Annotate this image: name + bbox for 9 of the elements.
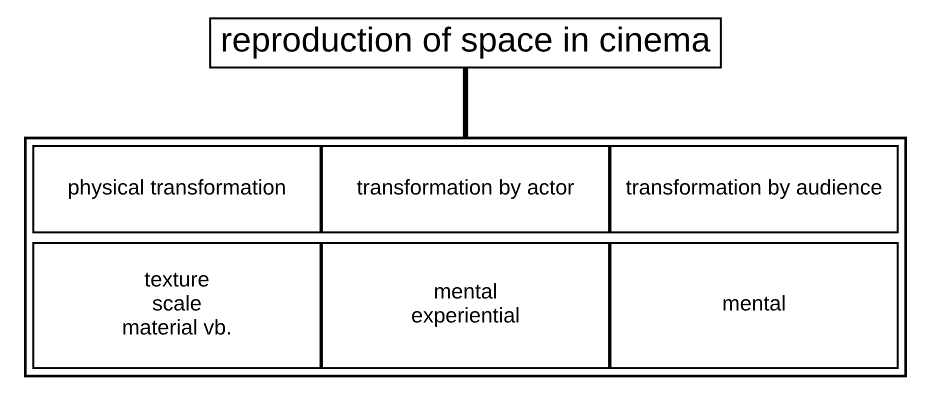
node-box: physical transformation — [32, 144, 322, 233]
connector — [462, 67, 468, 138]
node-box: texture scale material vb. — [32, 242, 322, 369]
node-box: transformation by audience — [608, 144, 898, 233]
cluster — [24, 136, 906, 377]
node-box: transformation by actor — [320, 144, 610, 233]
node-box: mental experiential — [320, 242, 610, 369]
node-box: mental — [608, 242, 898, 369]
node-box: reproduction of space in cinema — [208, 16, 722, 68]
